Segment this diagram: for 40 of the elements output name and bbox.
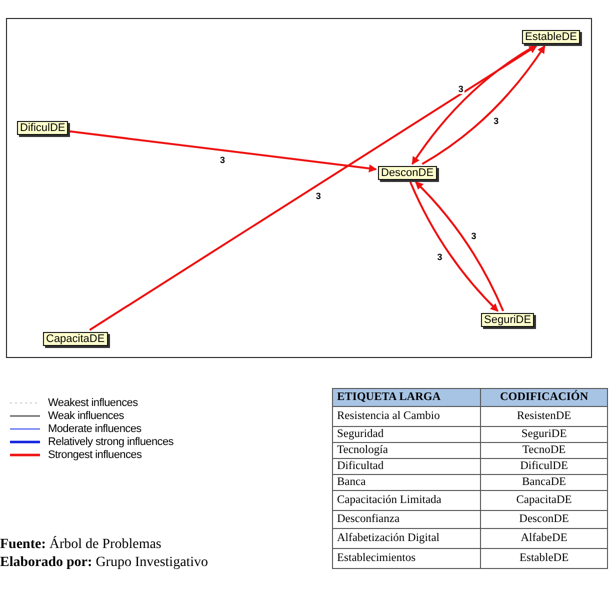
variable-label: DificulDE — [17, 121, 68, 135]
edge-label: 3 — [470, 230, 478, 241]
edge-label: 3 — [457, 84, 464, 94]
legend-text: Relatively strong influences — [48, 436, 174, 448]
table-cell: DesconDE — [480, 510, 608, 528]
variable-label: SeguriDE — [481, 313, 534, 327]
table-cell: AlfabeDE — [480, 528, 608, 548]
table-cell: Establecimientos — [332, 548, 481, 568]
table-cell: Alfabetización Digital — [332, 528, 481, 548]
table-header-cell: ETIQUETA LARGA — [332, 388, 481, 406]
edge-label: 3 — [219, 155, 226, 166]
variable-label: EstableDE — [522, 30, 580, 44]
table-cell: TecnoDE — [480, 442, 608, 458]
table-cell: Tecnología — [332, 442, 481, 458]
table-cell: SeguriDE — [480, 426, 608, 442]
table-cell: BancaDE — [480, 474, 608, 490]
legend-text: Weakest influences — [48, 396, 138, 408]
legend-text: Moderate influences — [48, 422, 142, 434]
legend-text: Weak influences — [48, 410, 124, 422]
edge-label: 3 — [492, 116, 500, 126]
variable-label: CapacitaDE — [43, 332, 108, 346]
table-cell: DificulDE — [480, 458, 608, 474]
source-note: Fuente: Árbol de Problemas — [0, 536, 162, 554]
table-header-cell: CODIFICACIÓN — [480, 388, 608, 406]
table-cell: ResistenDE — [480, 406, 608, 426]
source-note: Elaborado por: Grupo Investigativo — [0, 554, 208, 572]
table-cell: Seguridad — [332, 426, 481, 442]
table-cell: Banca — [332, 474, 481, 490]
table-cell: CapacitaDE — [480, 490, 608, 510]
legend-text: Strongest influences — [48, 448, 142, 460]
influence-arrow — [70, 130, 377, 172]
table-cell: Capacitación Limitada — [332, 490, 481, 510]
table-cell: EstableDE — [480, 548, 608, 568]
variable-label: DesconDE — [378, 166, 437, 180]
edge-label: 3 — [314, 191, 322, 202]
table-cell: Dificultad — [332, 458, 481, 474]
table-cell: Desconfianza — [332, 510, 481, 528]
influence-arrow — [89, 45, 538, 331]
table-cell: Resistencia al Cambio — [332, 406, 481, 426]
edge-label: 3 — [436, 252, 444, 262]
